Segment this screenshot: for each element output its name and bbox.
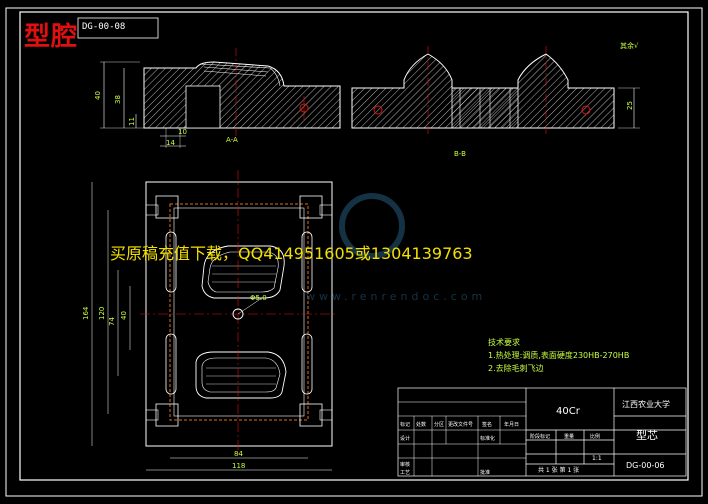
outer-border <box>5 7 703 497</box>
scale-value: 1:1 <box>592 455 602 462</box>
dim-d10: 10 <box>178 128 187 136</box>
tech-title: 技术要求 <box>488 338 520 347</box>
dim-right-h: 25 <box>626 101 634 110</box>
surface-note: 其余√ <box>620 41 639 50</box>
dim-84: 84 <box>234 450 243 458</box>
sheet-count: 共 1 张 第 1 张 <box>538 466 579 474</box>
tech-item-2: 2.去除毛刺飞边 <box>488 364 544 373</box>
row-zone: 分区 <box>434 421 444 428</box>
weight-label: 重量 <box>564 433 574 440</box>
row-mark: 标记 <box>400 421 410 428</box>
school-name: 江西农业大学 <box>622 399 670 409</box>
dim-164: 164 <box>82 306 90 320</box>
stage-label: 阶段标记 <box>530 433 550 440</box>
dim-40: 40 <box>120 311 128 320</box>
dim-diameter: Φ5.0 <box>250 294 267 302</box>
section-b-b: 25 B-B 其余√ <box>351 41 640 158</box>
row-sign: 签名 <box>482 421 492 428</box>
role-approve: 批准 <box>480 469 490 476</box>
tech-item-1: 1.热处理:调质,表面硬度230HB-270HB <box>488 351 630 360</box>
plan-view: Φ5.0 164 120 74 40 84 118 <box>82 170 338 471</box>
part-name: 型芯 <box>636 428 658 442</box>
section-a-a: A-A 40 38 11 10 14 <box>94 48 341 148</box>
row-count: 处数 <box>416 421 426 428</box>
role-std: 标准化 <box>480 435 495 442</box>
scale-label: 比例 <box>590 433 600 440</box>
title-block <box>397 387 687 477</box>
dim-120: 120 <box>98 307 106 320</box>
dim-74: 74 <box>108 317 116 326</box>
section-label-a: A-A <box>226 136 238 144</box>
download-watermark: 买原稿充值下载，QQ414951605或1304139763 <box>110 244 473 263</box>
drawing-number: DG-00-06 <box>626 461 665 470</box>
tech-requirements: 技术要求 1.热处理:调质,表面硬度230HB-270HB 2.去除毛刺飞边 <box>488 336 629 375</box>
section-label-b: B-B <box>454 150 466 158</box>
drawing-code-top: DG-00-08 <box>82 22 126 32</box>
site-watermark: www.renrendoc.com <box>306 290 486 303</box>
role-process: 工艺 <box>400 470 410 476</box>
dim-d14: 14 <box>166 139 175 147</box>
dim-left-h: 40 <box>94 91 102 100</box>
site-logo-watermark: www.renrendoc.com <box>306 193 486 303</box>
material: 40Cr <box>556 406 581 417</box>
role-design: 设计 <box>400 435 410 442</box>
dim-left-h3: 11 <box>128 117 136 126</box>
title-block-text: 40Cr 江西农业大学 型芯 DG-00-06 阶段标记 重量 比例 1:1 共… <box>400 399 670 476</box>
dim-left-h2: 38 <box>114 95 122 104</box>
row-date: 年月日 <box>504 421 519 428</box>
dim-118: 118 <box>232 462 245 470</box>
inner-border <box>19 11 689 481</box>
drawing-big-title: 型腔 <box>24 22 79 52</box>
code-frame <box>77 17 159 39</box>
role-review: 审核 <box>400 461 410 468</box>
row-file: 更改文件号 <box>448 421 473 428</box>
